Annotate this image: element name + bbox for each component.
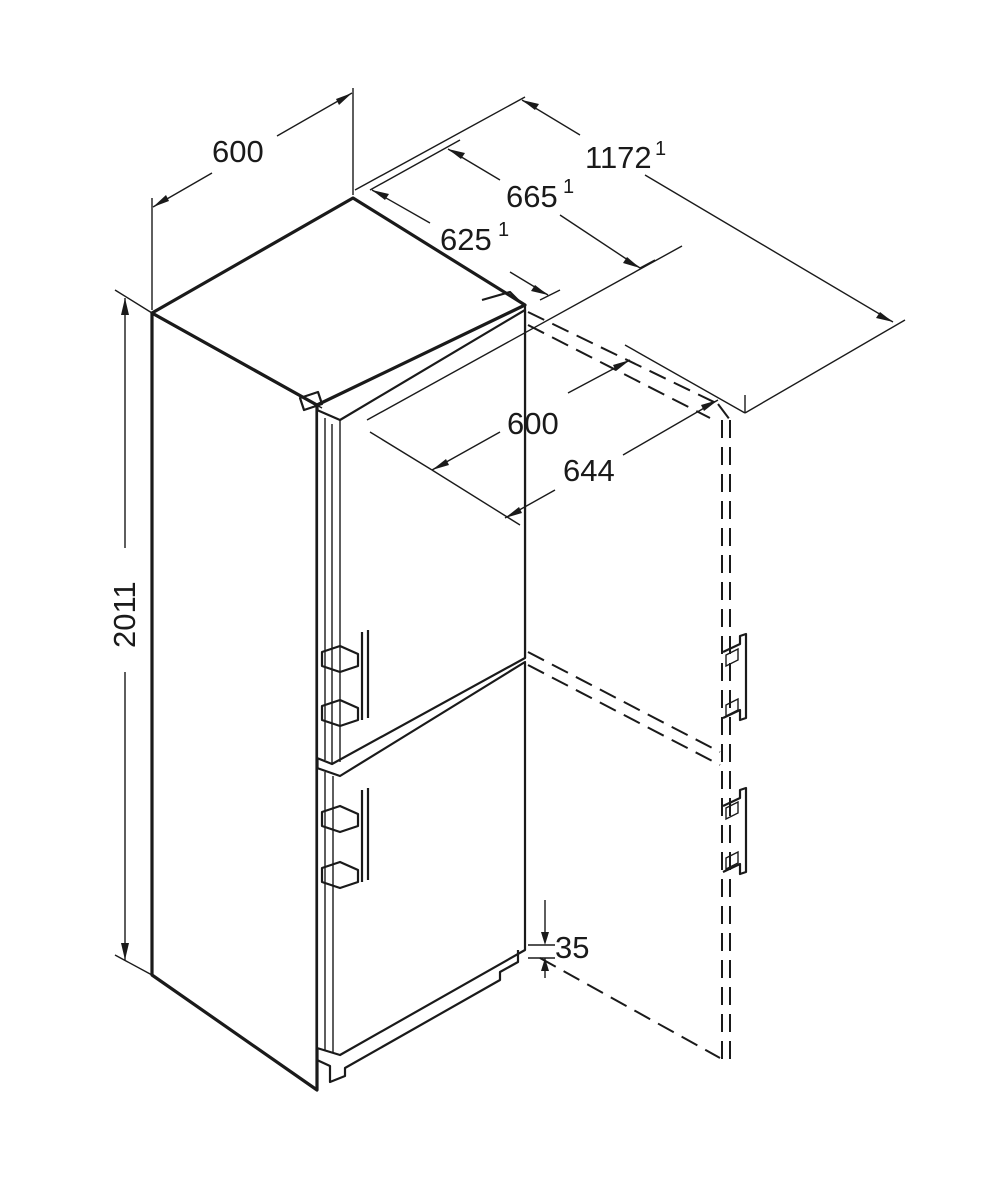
dim-2011-label: 2011: [107, 581, 142, 648]
dimension-2011: [114, 289, 153, 976]
lower-door: [315, 660, 527, 1084]
dim-35-label: 35: [555, 930, 589, 965]
dim-600-top-label: 600: [212, 134, 264, 169]
dimension-644: [431, 344, 746, 526]
upper-door-handle: [320, 630, 370, 728]
dimension-1172: [354, 96, 906, 414]
dim-625-label: 625: [440, 222, 492, 257]
dim-644-label: 644: [563, 453, 615, 488]
dim-1172-label: 1172: [585, 140, 652, 175]
dimension-625: [371, 189, 561, 301]
dim-665-note: 1: [563, 176, 574, 198]
dim-600-middle-label: 600: [507, 406, 559, 441]
lower-door-handle: [320, 788, 370, 890]
dim-665-label: 665: [506, 179, 558, 214]
dimension-width-top: [151, 88, 354, 310]
dimension-35: [528, 900, 555, 978]
dimension-600-middle: [366, 245, 683, 471]
dim-625-note: 1: [498, 219, 509, 241]
dim-1172-note: 1: [655, 138, 666, 160]
dimension-665: [369, 139, 656, 269]
open-door-outline: [527, 311, 748, 1060]
